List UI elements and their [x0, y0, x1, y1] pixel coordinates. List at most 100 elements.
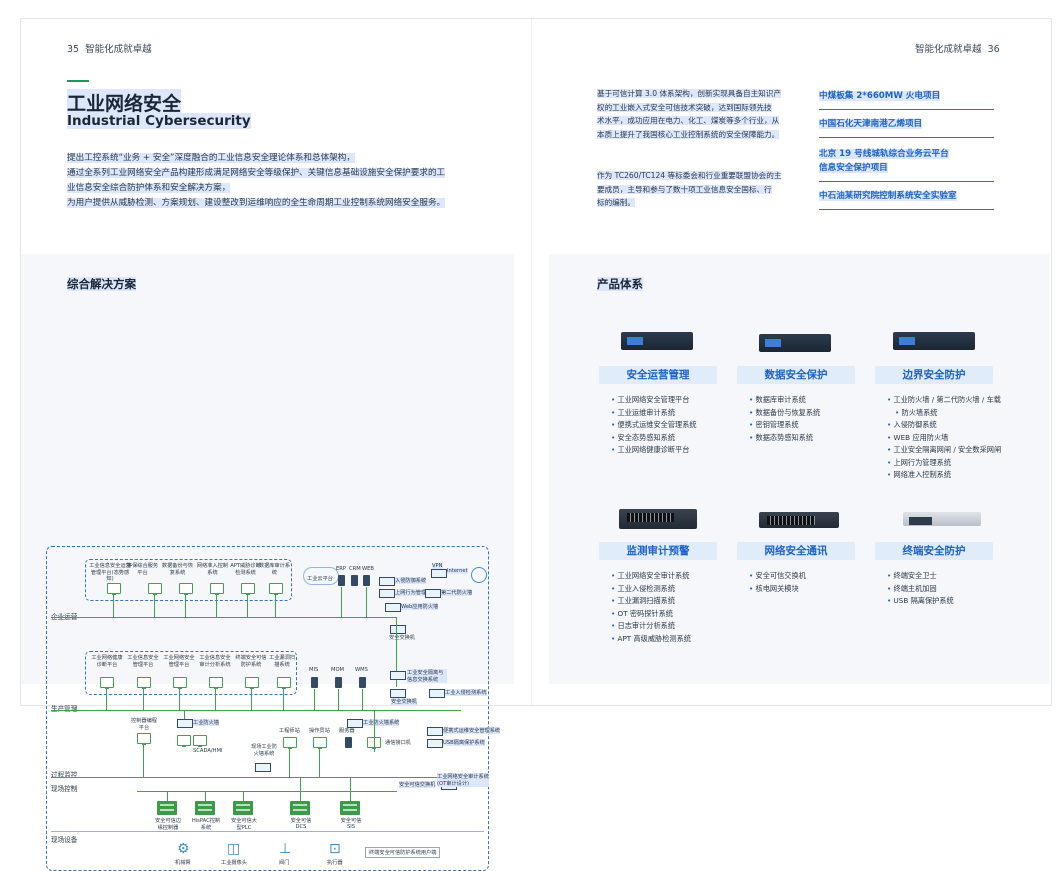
device-label: 现场工业防火墙系统 [251, 744, 277, 757]
project-name: 北京 19 号线城轨综合业务云平台 [819, 149, 949, 159]
project-item: 中石油某研究院控制系统安全实验室 [819, 189, 994, 203]
link-line [289, 749, 290, 777]
product-item: APT 高级威胁检测系统 [611, 633, 741, 646]
monitor-icon [283, 737, 297, 749]
layer-label: 现场控制 [51, 785, 78, 793]
product-item: 入侵防御系统 [887, 419, 1037, 432]
valve-icon: ⊥ [279, 841, 292, 857]
camera-icon: ◫ [227, 841, 241, 857]
link-line [300, 777, 301, 801]
product-category: 终端安全防护 [875, 542, 993, 560]
product-category: 边界安全防护 [875, 366, 993, 384]
page-subtitle: Industrial Cybersecurity [67, 113, 251, 129]
enterprise-system: 数据库审计系统 [258, 563, 291, 576]
product-item: 终端主机加固 [887, 583, 1037, 596]
firewall-device-icon [177, 719, 193, 728]
control-bus [137, 791, 397, 793]
product-item: WEB 应用防火墙 [887, 432, 1037, 445]
product-item: 工业安全隔离网闸 / 安全数采网闸 [887, 444, 1037, 457]
product-item: 防火墙系统 [887, 407, 1037, 420]
project-name: 中国石化天津南港乙烯项目 [819, 119, 923, 129]
robot-arm-icon: ⚙ [177, 841, 190, 857]
ips-device-icon [379, 577, 395, 586]
link-line [366, 587, 367, 617]
controller-icon [233, 801, 253, 815]
link-line [283, 689, 284, 710]
firewall-device-icon [425, 589, 441, 598]
link-line [314, 689, 315, 710]
usb-device-icon [427, 739, 443, 748]
monitor-icon [173, 677, 187, 689]
enterprise-bus [51, 617, 396, 619]
intro-line: 为用户提供从威胁检测、方案规划、建设整改到运维响应的全生命周期工业控制系统网络安… [67, 198, 446, 208]
project-name: 信息安全保护项目 [819, 163, 888, 173]
solution-title: 综合解决方案 [67, 277, 136, 291]
device-label: 工业防火墙系统 [363, 719, 400, 726]
controller-icon [195, 801, 215, 815]
product-device-image [621, 332, 693, 350]
link-line [167, 791, 168, 801]
product-item-cont: 防火墙系统 [901, 407, 938, 417]
product-category: 网络安全通讯 [737, 542, 855, 560]
product-item: 日志审计分析系统 [611, 620, 741, 633]
monitor-icon [277, 677, 291, 689]
product-item: 安全可信交换机 [749, 570, 879, 583]
server-icon [363, 575, 370, 586]
intro-line: 通过全系列工业网络安全产品构建形成满足网络安全等级保护、关键信息基础设施安全保护… [67, 168, 446, 178]
project-name: 中石油某研究院控制系统安全实验室 [819, 191, 957, 201]
device-label: 服务器 [339, 728, 355, 734]
server-label: WEB [362, 566, 374, 572]
device-label: 安全交换机 [389, 635, 415, 641]
isolation-device-icon [390, 671, 406, 680]
server-icon [338, 575, 345, 586]
process-bus [51, 777, 461, 779]
project-name: 中煤板集 2*660MW 火电项目 [819, 91, 941, 101]
controller-icon [340, 801, 360, 815]
link-line [374, 710, 375, 752]
page-title: 工业网络安全 [67, 89, 182, 116]
link-line [113, 593, 114, 617]
project-divider [819, 109, 994, 110]
device-label: 工业防火墙 [193, 719, 219, 726]
server-icon [359, 677, 366, 688]
server-label: MOM [331, 667, 345, 673]
monitor-icon [100, 677, 114, 689]
enterprise-system: 数据备份与恢复系统 [161, 563, 194, 576]
product-category: 监测审计预警 [599, 542, 717, 560]
project-item: 北京 19 号线城轨综合业务云平台 信息安全保护项目 [819, 147, 994, 175]
monitor-icon [177, 735, 191, 747]
server-icon [311, 677, 318, 688]
monitor-icon [179, 583, 193, 595]
device-label: 安全可信大型PLC [231, 818, 257, 831]
product-category: 数据安全保护 [737, 366, 855, 384]
device-label: 机械臂 [175, 860, 191, 866]
link-line [251, 689, 252, 710]
product-item: 密钥管理系统 [749, 419, 879, 432]
production-system: 工业信息安全审计分析系统 [199, 655, 231, 668]
production-system: 工业漏洞扫描系统 [269, 655, 295, 668]
monitor-icon [245, 677, 259, 689]
device-label: 通信接口机 [385, 740, 411, 746]
production-system: 工业网络健康诊断平台 [91, 655, 123, 668]
actuator-icon: ⊡ [329, 841, 341, 857]
device-label: 执行器 [327, 860, 343, 866]
product-item: 核电网关模块 [749, 583, 879, 596]
text-line: 标的编制。 [597, 198, 635, 207]
production-system: 工业信息安全管理平台 [127, 655, 159, 668]
brochure-spread: 35 智能化成就卓越 智能化成就卓越 36 工业网络安全 Industrial … [20, 18, 1052, 871]
product-item: 便携式运维安全管理系统 [611, 419, 741, 432]
layer-label: 生产管理 [51, 705, 78, 713]
server-label: CRM [349, 566, 361, 572]
server-icon [351, 575, 358, 586]
product-item: 安全态势感知系统 [611, 432, 741, 445]
product-category: 安全运营管理 [599, 366, 717, 384]
product-list: 工业网络安全管理平台 工业运维审计系统 便携式运维安全管理系统 安全态势感知系统… [611, 394, 741, 457]
diagram-legend: 终端安全可信防护系统用户端 [365, 847, 441, 858]
link-line [341, 587, 342, 617]
left-header-title: 智能化成就卓越 [85, 44, 152, 55]
solution-panel: 综合解决方案 工业信息安全运营管理平台(态势感知) 等保综合服务平台 数据备份与… [21, 254, 514, 871]
layer-label: 企业运营 [51, 611, 77, 621]
monitor-icon [107, 583, 121, 595]
behavior-device-icon [379, 589, 395, 598]
device-label: 上网行为管理 [395, 589, 427, 596]
